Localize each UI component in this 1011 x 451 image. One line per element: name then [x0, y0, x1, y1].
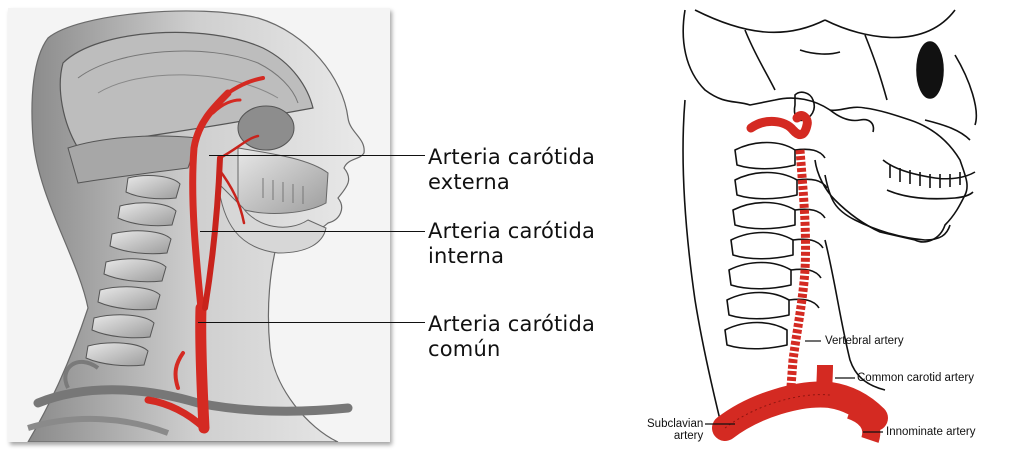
- orbit: [238, 106, 294, 150]
- leader-line-internal: [200, 231, 425, 232]
- label-common-line1: Arteria carótida: [428, 312, 595, 337]
- label-internal-carotid: Arteria carótida interna: [428, 219, 595, 269]
- leader-line-external: [209, 155, 425, 156]
- label-subclavian-artery: Subclavian artery: [647, 418, 703, 442]
- label-vertebral-artery: Vertebral artery: [825, 335, 904, 347]
- label-internal-line2: interna: [428, 244, 595, 269]
- label-subclavian-line1: Subclavian: [647, 418, 703, 430]
- skull-line-drawing: Vertebral artery Common carotid artery S…: [625, 0, 1011, 451]
- right-orbit: [917, 42, 943, 98]
- label-innominate-artery: Innominate artery: [886, 426, 976, 438]
- label-external-line1: Arteria carótida: [428, 145, 595, 170]
- vertebral-artery-top: [751, 116, 807, 135]
- common-carotid-artery: [201, 308, 204, 428]
- head-neck-illustration: [8, 8, 390, 442]
- label-common-carotid: Arteria carótida común: [428, 312, 595, 362]
- label-common-carotid-artery: Common carotid artery: [857, 372, 974, 384]
- label-external-line2: externa: [428, 170, 595, 195]
- right-arteries: [725, 116, 875, 440]
- label-subclavian-line2: artery: [647, 430, 703, 442]
- right-cervical-vertebrae: [725, 143, 827, 349]
- head-neck-drawing: [8, 8, 390, 442]
- label-internal-line1: Arteria carótida: [428, 219, 595, 244]
- label-common-line2: común: [428, 337, 595, 362]
- innominate-artery: [850, 410, 871, 440]
- label-external-carotid: Arteria carótida externa: [428, 145, 595, 195]
- leader-line-common: [198, 322, 425, 323]
